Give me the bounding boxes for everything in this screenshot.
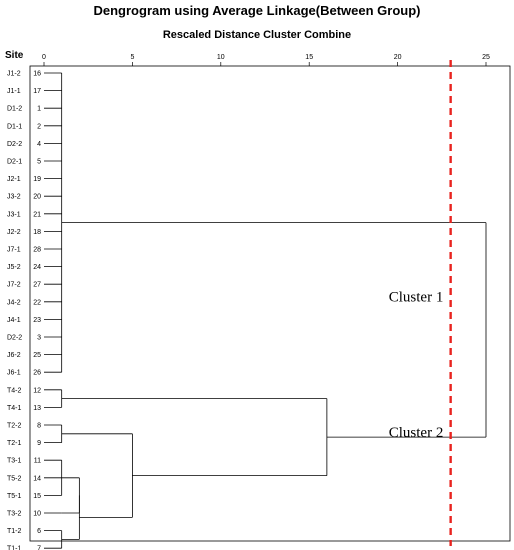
leaf-id-label: 22 [33, 299, 41, 306]
row-header: Site [5, 50, 24, 61]
leaf-id-label: 28 [33, 247, 41, 254]
leaf-id-label: 21 [33, 211, 41, 218]
leaf-site-label: J1-2 [7, 71, 21, 78]
leaf-site-label: J2-1 [7, 176, 21, 183]
leaf-id-label: 20 [33, 194, 41, 201]
leaf-site-label: D1-1 [7, 123, 22, 130]
leaf-site-label: T5-1 [7, 493, 22, 500]
leaf-site-label: J2-2 [7, 229, 21, 236]
leaf-id-label: 8 [37, 423, 41, 430]
leaf-site-label: J4-1 [7, 317, 21, 324]
leaf-id-label: 16 [33, 71, 41, 78]
leaf-id-label: 10 [33, 511, 41, 518]
leaf-site-label: T4-2 [7, 387, 22, 394]
leaf-site-label: J5-2 [7, 264, 21, 271]
leaf-site-label: T5-2 [7, 475, 22, 482]
leaf-site-label: T3-2 [7, 511, 22, 518]
leaf-site-label: D2-2 [7, 335, 22, 342]
leaf-id-label: 7 [37, 546, 41, 550]
x-tick-label: 10 [217, 54, 225, 61]
leaf-site-label: J6-1 [7, 370, 21, 377]
leaf-site-label: J6-2 [7, 352, 21, 359]
leaf-id-label: 23 [33, 317, 41, 324]
leaf-site-label: J7-2 [7, 282, 21, 289]
x-tick-label: 15 [305, 54, 313, 61]
leaf-id-label: 5 [37, 159, 41, 166]
leaf-site-label: T3-1 [7, 458, 22, 465]
leaf-id-label: 12 [33, 387, 41, 394]
leaf-site-label: T1-2 [7, 528, 22, 535]
cluster-label: Cluster 2 [389, 425, 444, 441]
leaf-id-label: 18 [33, 229, 41, 236]
leaf-id-label: 26 [33, 370, 41, 377]
leaf-id-label: 1 [37, 106, 41, 113]
x-axis: 0 5 10 15 20 25 [42, 54, 490, 66]
cluster-annotations: Cluster 1 Cluster 2 [389, 290, 444, 442]
leaf-id-label: 24 [33, 264, 41, 271]
leaf-site-label: J7-1 [7, 247, 21, 254]
leaf-site-label: T2-2 [7, 423, 22, 430]
leaf-site-label: T4-1 [7, 405, 22, 412]
chart-subtitle: Rescaled Distance Cluster Combine [163, 29, 351, 41]
leaf-id-label: 9 [37, 440, 41, 447]
leaf-id-label: 25 [33, 352, 41, 359]
leaf-id-label: 2 [37, 123, 41, 130]
leaf-id-label: 13 [33, 405, 41, 412]
x-tick-label: 0 [42, 54, 46, 61]
leaf-id-label: 4 [37, 141, 41, 148]
leaf-site-label: D1-2 [7, 106, 22, 113]
leaf-site-label: T1-1 [7, 546, 22, 550]
leaf-site-label: J4-2 [7, 299, 21, 306]
leaf-id-label: 15 [33, 493, 41, 500]
leaf-id-label: 6 [37, 528, 41, 535]
leaf-id-label: 19 [33, 176, 41, 183]
x-tick-label: 5 [130, 54, 134, 61]
chart-title: Dengrogram using Average Linkage(Between… [94, 3, 421, 18]
leaf-site-label: D2-2 [7, 141, 22, 148]
leaf-site-label: J1-1 [7, 88, 21, 95]
x-tick-label: 20 [394, 54, 402, 61]
leaf-id-label: 3 [37, 335, 41, 342]
leaf-site-label: J3-1 [7, 211, 21, 218]
leaf-id-label: 27 [33, 282, 41, 289]
leaf-id-label: 17 [33, 88, 41, 95]
leaf-id-label: 11 [34, 458, 41, 465]
leaf-site-label: T2-1 [7, 440, 22, 447]
leaf-site-label: J3-2 [7, 194, 21, 201]
cluster-label: Cluster 1 [389, 290, 444, 306]
dendrogram-links [61, 73, 487, 549]
x-tick-label: 25 [482, 54, 490, 61]
leaf-id-label: 14 [33, 475, 41, 482]
plot-frame [29, 65, 511, 542]
leaf-site-label: D2-1 [7, 159, 22, 166]
